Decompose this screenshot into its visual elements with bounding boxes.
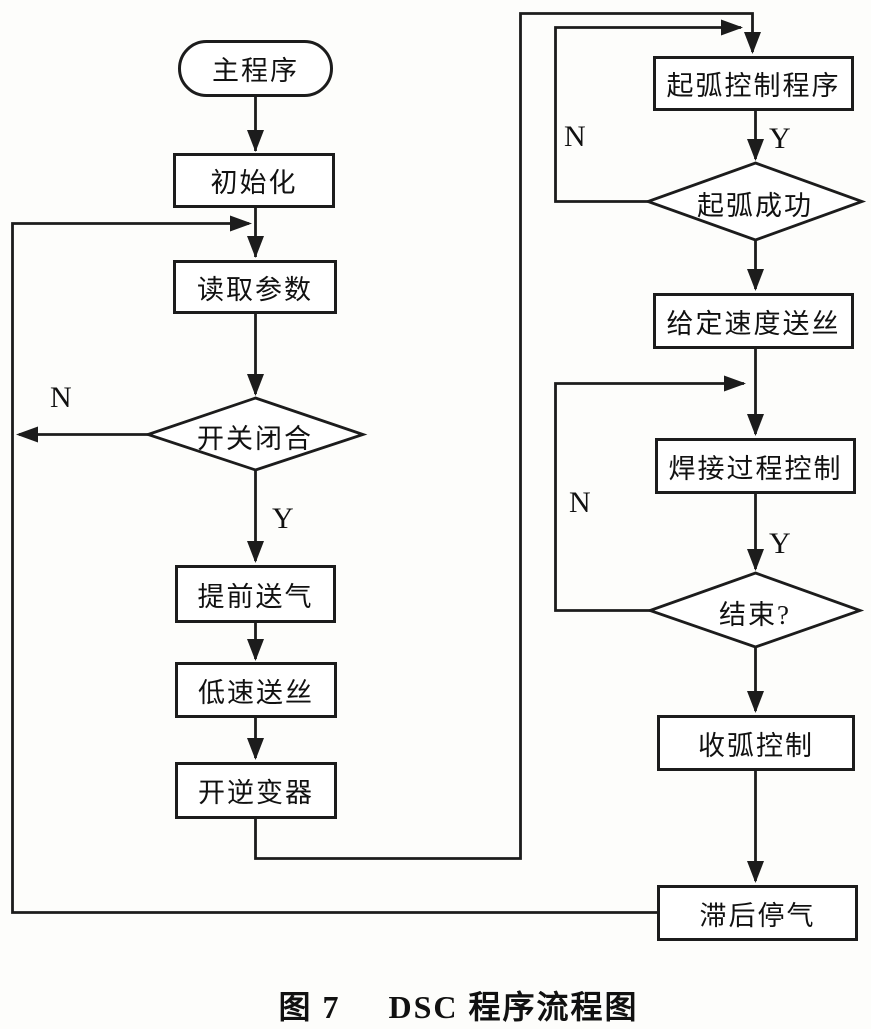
arrowhead-into-arcprogram	[744, 32, 761, 54]
finished-diamond	[645, 571, 865, 649]
node-delayed-gas-stop: 滞后停气	[657, 885, 858, 941]
node-arc-start-control-program-label: 起弧控制程序	[666, 71, 841, 101]
node-arc-stop-control: 收弧控制	[657, 715, 855, 771]
arrowhead-return-junction	[230, 215, 252, 232]
figure-caption-title: DSC 程序流程图	[388, 989, 639, 1025]
arrowhead-finish-no-junction	[724, 375, 746, 392]
arrowhead-into-arcsuccess	[747, 139, 764, 161]
node-turn-on-inverter-label: 开逆变器	[198, 778, 314, 808]
arrowhead-switch-no	[16, 426, 38, 443]
switch-closed-diamond	[143, 396, 368, 472]
arrowhead-into-welding	[747, 414, 764, 436]
branch-label-finish-yes: Y	[769, 527, 792, 560]
node-main-program: 主程序	[178, 40, 333, 97]
node-welding-process-control: 焊接过程控制	[655, 438, 856, 494]
node-arc-start-success-label: 起弧成功	[697, 191, 813, 221]
node-set-speed-wire-feed: 给定速度送丝	[653, 293, 854, 349]
branch-label-switch-yes: Y	[272, 502, 295, 535]
node-finished-label: 结束?	[719, 600, 791, 630]
arrowhead-into-switch	[247, 374, 264, 396]
arrowhead-into-inverter	[247, 738, 264, 760]
figure-caption: 图 7 DSC 程序流程图	[0, 982, 871, 1028]
edge-arcsuccess-no-loop	[554, 26, 741, 203]
decision-shapes	[143, 161, 867, 649]
node-read-parameters-label: 读取参数	[197, 274, 313, 305]
arrowhead-into-init	[247, 130, 264, 152]
edge-finish-no-loop	[554, 382, 744, 612]
node-welding-process-control-label: 焊接过程控制	[668, 453, 843, 484]
node-initialize: 初始化	[173, 153, 335, 208]
arrowhead-into-arcstop	[747, 691, 764, 713]
arc-start-success-diamond	[643, 161, 867, 242]
node-low-speed-wire-feed-label: 低速送丝	[198, 677, 314, 708]
node-set-speed-wire-feed-label: 给定速度送丝	[666, 308, 841, 339]
node-main-program-label: 主程序	[212, 56, 299, 86]
arrowhead-into-read	[247, 236, 264, 258]
arrowhead-into-finish	[747, 549, 764, 571]
branch-label-switch-no: N	[50, 381, 73, 414]
arrowhead-into-lowspeed	[247, 639, 264, 661]
node-low-speed-wire-feed: 低速送丝	[175, 662, 337, 718]
node-switch-closed-label: 开关闭合	[197, 424, 313, 454]
branch-label-arc-no: N	[564, 120, 587, 153]
branch-label-finish-no: N	[569, 486, 592, 519]
node-initialize-label: 初始化	[210, 168, 298, 198]
arrowhead-arcsuccess-no	[721, 19, 743, 36]
arrowhead-into-pregas	[247, 541, 264, 563]
node-arc-start-control-program: 起弧控制程序	[653, 56, 854, 111]
node-arc-stop-control-label: 收弧控制	[698, 730, 814, 761]
edge-return-loop	[11, 222, 657, 914]
branch-label-arc-yes: Y	[769, 122, 792, 155]
figure-caption-number: 图 7	[278, 989, 341, 1025]
node-turn-on-inverter: 开逆变器	[175, 762, 337, 819]
node-delayed-gas-stop-label: 滞后停气	[699, 900, 816, 931]
node-read-parameters: 读取参数	[173, 260, 337, 314]
edge-lines	[11, 12, 757, 914]
arrowheads	[16, 19, 764, 883]
arrowhead-into-givenspeed	[747, 269, 764, 291]
node-advance-gas-feed: 提前送气	[175, 565, 336, 623]
arrowhead-into-delayed	[747, 861, 764, 883]
node-advance-gas-feed-label: 提前送气	[197, 581, 314, 612]
edge-inverter-to-arcprogram	[254, 12, 754, 860]
